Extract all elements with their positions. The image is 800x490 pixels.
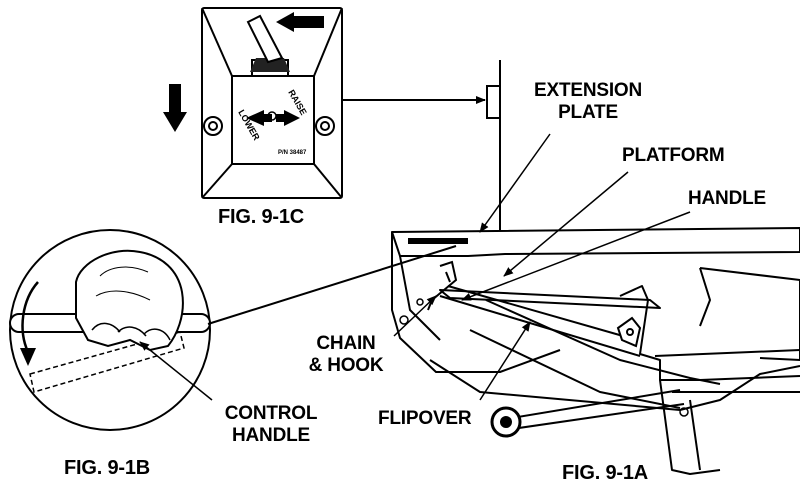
control-handle-leader	[139, 341, 213, 401]
platform-assembly	[391, 227, 800, 475]
platform-label: PLATFORM	[622, 145, 725, 166]
platform-leader	[503, 171, 629, 277]
push-down-arrow-icon	[163, 84, 187, 132]
control-handle-label: CONTROL HANDLE	[224, 403, 318, 446]
switch-part-number: P/N 38487	[278, 150, 307, 156]
chain-hook-label: CHAIN & HOOK	[308, 333, 384, 376]
fig-9-1a-caption: FIG. 9-1A	[562, 462, 648, 484]
label-leaders	[139, 133, 691, 401]
toggle-switch-lever	[246, 14, 290, 77]
extension-plate-slot	[408, 238, 468, 244]
control-switch-box	[201, 7, 343, 199]
switch-raise-text: RAISE	[286, 88, 308, 117]
switch-direction-arrows	[246, 110, 300, 126]
chain-hook-leader	[393, 295, 437, 337]
handle-leader	[461, 211, 691, 301]
extension-plate-leader	[479, 133, 551, 233]
platform-bolts	[399, 298, 689, 417]
fig-9-1c-caption: FIG. 9-1C	[218, 206, 304, 228]
fig-9-1b-caption: FIG. 9-1B	[64, 457, 150, 479]
handle-label: HANDLE	[688, 188, 766, 209]
flipover-label: FLIPOVER	[378, 408, 472, 429]
chain-hook-part	[427, 260, 458, 311]
vehicle-post	[486, 60, 501, 238]
right-clamp	[616, 316, 642, 348]
extension-plate-label: EXTENSION PLATE	[534, 80, 642, 123]
detail-connector-line	[207, 245, 457, 325]
roller-wheel	[490, 406, 522, 438]
push-left-arrow-icon	[276, 12, 324, 32]
control-handle-detail-circle	[9, 229, 211, 431]
flipover-leader	[479, 321, 531, 401]
